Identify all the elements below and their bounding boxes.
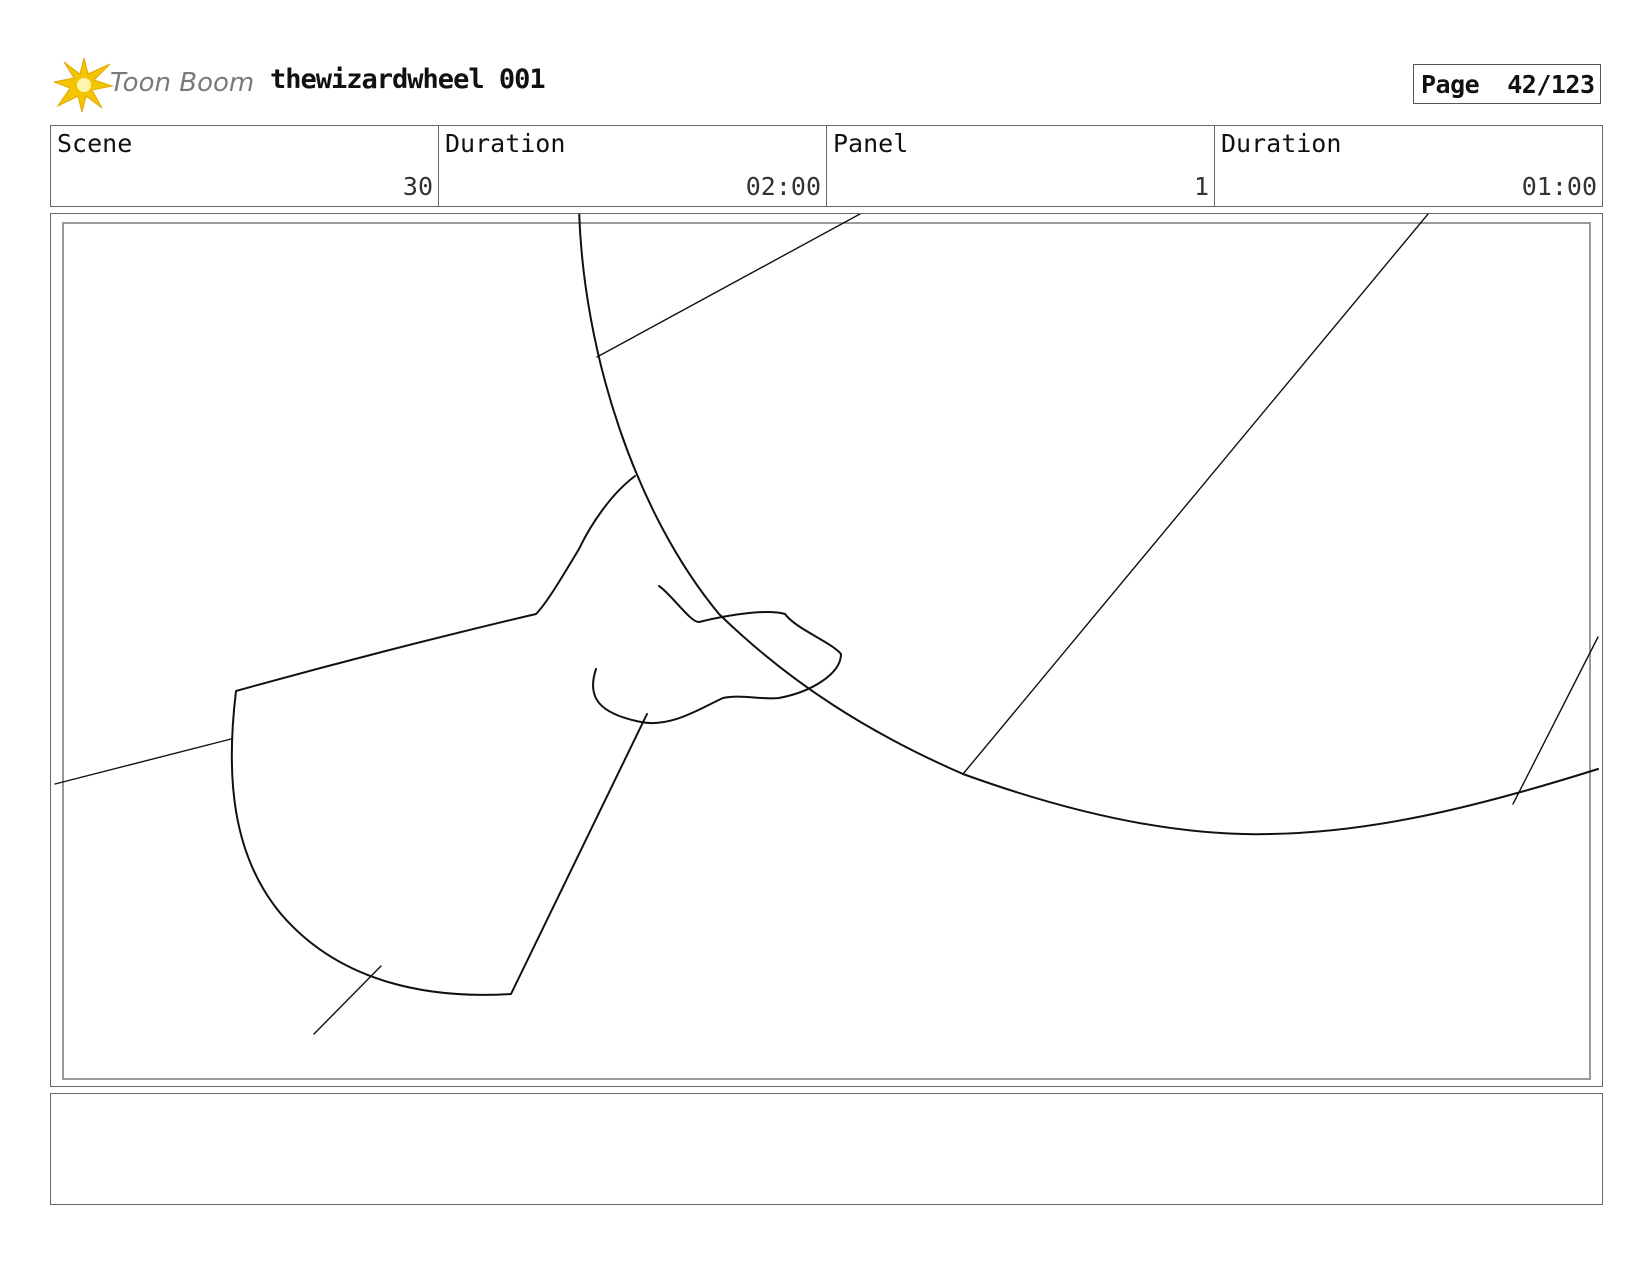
sleeve-outline <box>230 475 648 996</box>
star-burst-icon <box>54 57 114 113</box>
wheel-spoke-left <box>596 214 862 358</box>
sleeve-bottom-line <box>313 965 382 1035</box>
scene-value: 30 <box>402 172 433 201</box>
panel-value: 1 <box>1193 172 1209 201</box>
panel-duration-value: 01:00 <box>1521 172 1597 201</box>
scene-info-table: Scene 30 Duration 02:00 Panel 1 Duration… <box>50 125 1603 207</box>
page-label: Page <box>1421 69 1480 99</box>
panel-sketch <box>54 214 1599 1035</box>
panel-frame <box>50 213 1603 1087</box>
page-indicator: Page 42/123 <box>1413 64 1601 104</box>
panel-duration-cell: Duration 01:00 <box>1215 126 1602 206</box>
scene-label: Scene <box>57 129 133 158</box>
panel-duration-label: Duration <box>1221 129 1342 158</box>
panel-label: Panel <box>833 129 909 158</box>
wheel-rim-line <box>578 214 1599 836</box>
project-title: thewizardwheel 001 <box>270 64 546 95</box>
panel-cell: Panel 1 <box>827 126 1215 206</box>
page-number: 42/123 <box>1507 69 1595 99</box>
sleeve-lower-line <box>54 738 232 785</box>
safe-area-frame <box>62 222 1591 1080</box>
panel-notes-box[interactable] <box>50 1093 1603 1205</box>
scene-cell: Scene 30 <box>51 126 439 206</box>
wheel-spoke-middle <box>962 214 1429 775</box>
wheel-spoke-right <box>1512 636 1599 805</box>
scene-duration-value: 02:00 <box>745 172 821 201</box>
logo-wordmark: Toon Boom <box>110 68 255 98</box>
scene-duration-cell: Duration 02:00 <box>439 126 827 206</box>
hand-outline <box>592 585 842 725</box>
toon-boom-logo: Toon Boom <box>54 56 254 114</box>
scene-duration-label: Duration <box>445 129 566 158</box>
